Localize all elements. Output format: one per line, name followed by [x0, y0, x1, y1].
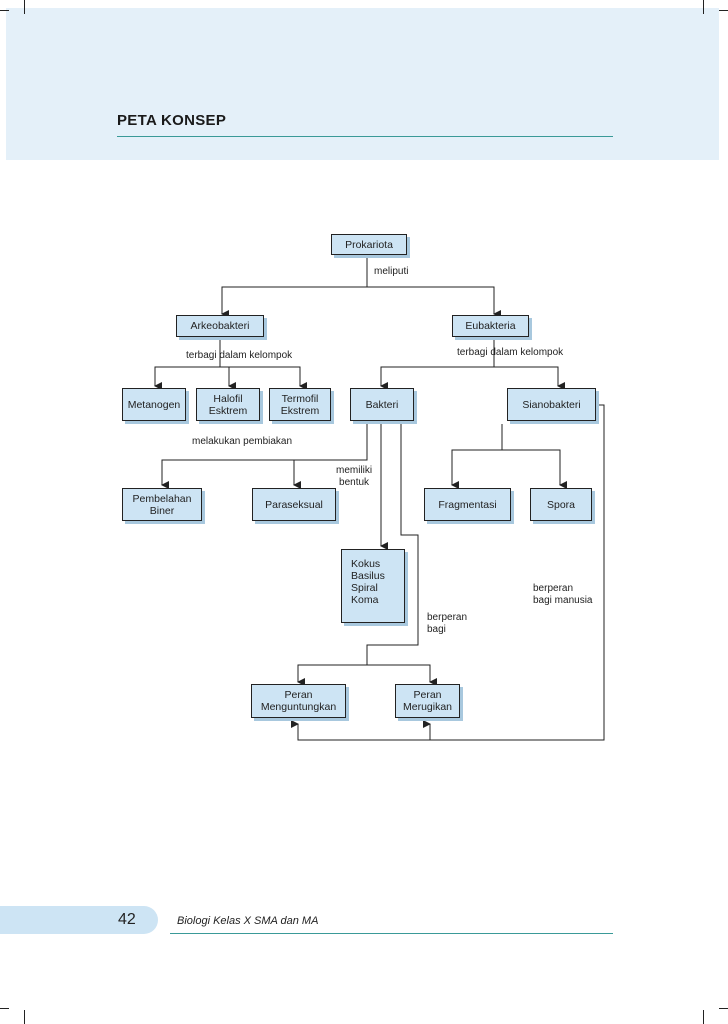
- node-spora: Spora: [530, 488, 595, 524]
- connector-line: [221, 254, 368, 318]
- connector-line: [154, 337, 221, 390]
- edge-label-memiliki-bentuk: memiliki bentuk: [336, 465, 373, 488]
- node-halofil-ekstrem: Halofil Esktrem: [196, 388, 263, 424]
- crop-mark: [719, 10, 728, 11]
- connector-line: [380, 337, 495, 390]
- title-divider: [117, 136, 613, 137]
- node-termofil-ekstrem: Termofil Ekstrem: [269, 388, 334, 424]
- node-bentuk-bakteri: Kokus Basilus Spiral Koma: [341, 549, 408, 626]
- node-pembelahan-biner: Pembelahan Biner: [122, 488, 205, 524]
- footer-divider: [170, 933, 613, 934]
- crop-mark: [24, 1010, 25, 1024]
- node-sianobakteri: Sianobakteri: [507, 388, 599, 424]
- node-metanogen: Metanogen: [122, 388, 189, 424]
- page-title: PETA KONSEP: [117, 112, 227, 129]
- connector-line: [494, 366, 565, 390]
- connector-line: [297, 424, 419, 686]
- edge-label-pembiakan: melakukan pembiakan: [192, 436, 293, 447]
- page-number: 42: [118, 911, 136, 928]
- connector-line: [423, 404, 605, 741]
- node-bakteri: Bakteri: [350, 388, 417, 424]
- crop-mark: [703, 1010, 704, 1024]
- edge-label-berperan-bagi: berperan bagi: [427, 612, 468, 635]
- node-arkeobakteri: Arkeobakteri: [176, 315, 267, 340]
- node-paraseksual: Paraseksual: [252, 488, 339, 524]
- book-title: Biologi Kelas X SMA dan MA: [177, 915, 319, 927]
- connector-line: [367, 286, 501, 318]
- connector-line: [161, 424, 368, 489]
- edge-label-berperan-bagi-manusia: berperan bagi manusia: [533, 583, 593, 606]
- connector-line: [220, 366, 236, 390]
- node-peran-menguntungkan: Peran Menguntungkan: [251, 684, 349, 721]
- connector-line: [229, 366, 307, 390]
- connector-line: [291, 720, 430, 741]
- node-prokariota: Prokariota: [331, 234, 410, 258]
- connector-line: [451, 424, 503, 489]
- footer-tab: [0, 906, 158, 934]
- connector-line: [290, 459, 301, 489]
- crop-mark: [24, 0, 25, 14]
- crop-mark: [719, 1008, 728, 1009]
- header-band: [6, 8, 719, 160]
- node-peran-merugikan: Peran Merugikan: [395, 684, 463, 721]
- crop-mark: [0, 10, 9, 11]
- node-eubakteria: Eubakteria: [452, 315, 532, 340]
- crop-mark: [703, 0, 704, 14]
- connector-line: [502, 449, 567, 489]
- edge-label-meliputi: meliputi: [374, 266, 409, 277]
- edge-label-terbagi-arkeobakteri: terbagi dalam kelompok: [186, 350, 293, 361]
- edge-label-terbagi-eubakteria: terbagi dalam kelompok: [457, 347, 564, 358]
- connector-line: [367, 664, 437, 686]
- crop-mark: [0, 1008, 9, 1009]
- node-fragmentasi: Fragmentasi: [424, 488, 514, 524]
